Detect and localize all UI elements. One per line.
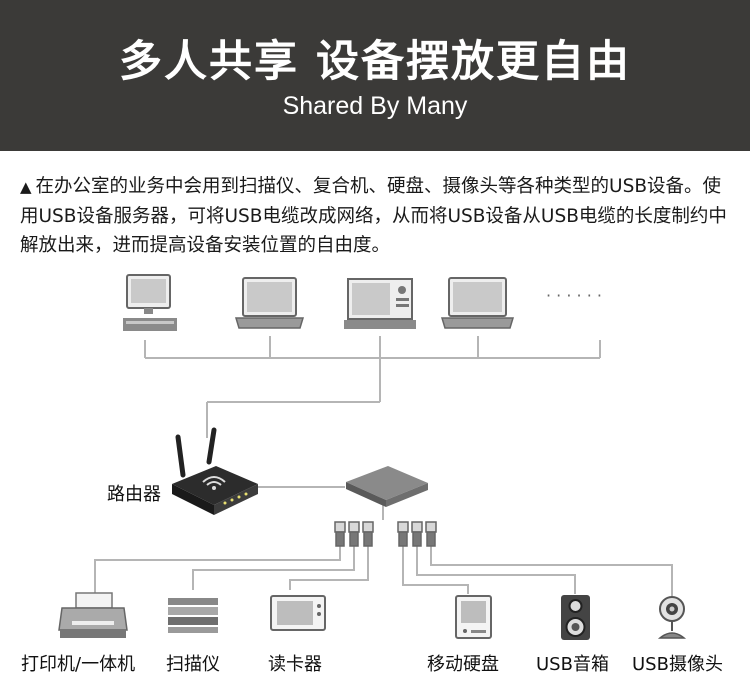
page-title: 多人共享 设备摆放更自由 — [119, 37, 631, 87]
triangle-bullet-icon: ▲ — [20, 178, 32, 196]
router-icon — [172, 427, 258, 515]
speaker-icon — [561, 595, 590, 640]
page-subtitle: Shared By Many — [282, 92, 468, 120]
printer-icon — [58, 592, 128, 638]
laptop-icon — [234, 277, 305, 329]
ellipsis-more: · · · · · · — [546, 286, 602, 305]
usb-device-server-icon — [346, 466, 428, 507]
network-diagram: · · · · · · 路由器 — [58, 274, 687, 640]
computer-tower-icon — [344, 278, 416, 329]
card-reader-icon — [270, 595, 326, 631]
webcam-icon — [657, 596, 687, 639]
device-label-webcam: USB摄像头 — [632, 654, 723, 675]
description-paragraph: ▲在办公室的业务中会用到扫描仪、复合机、硬盘、摄像头等各种类型的USB设备。使用… — [20, 172, 732, 260]
device-label-hard-drive: 移动硬盘 — [427, 654, 499, 675]
device-label-speaker: USB音箱 — [536, 654, 609, 675]
description-text: 在办公室的业务中会用到扫描仪、复合机、硬盘、摄像头等各种类型的USB设备。使用U… — [20, 176, 727, 256]
device-label-scanner: 扫描仪 — [166, 654, 220, 675]
hard-drive-icon — [455, 595, 492, 639]
header-banner: 多人共享 设备摆放更自由 Shared By Many — [0, 0, 750, 151]
device-label-printer: 打印机/一体机 — [21, 654, 136, 675]
device-label-card-reader: 读卡器 — [268, 654, 322, 675]
router-label: 路由器 — [107, 484, 161, 505]
usb-plugs-left — [334, 521, 374, 547]
usb-plugs-right — [397, 521, 437, 547]
desktop-computer-icon — [123, 274, 177, 331]
connection-lines — [94, 336, 673, 598]
laptop-icon — [440, 277, 515, 329]
scanner-icon — [168, 598, 218, 633]
